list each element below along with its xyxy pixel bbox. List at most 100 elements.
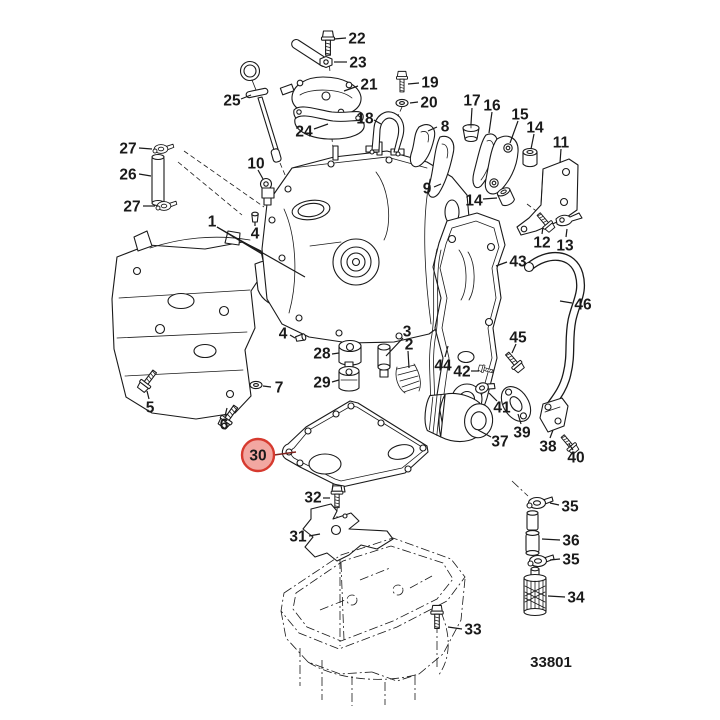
callout-23[interactable]: 23 — [349, 55, 367, 72]
callout-leader-40 — [568, 443, 574, 451]
callout-26[interactable]: 26 — [119, 167, 137, 184]
callout-leader-37 — [477, 429, 492, 438]
callout-12[interactable]: 12 — [533, 235, 550, 252]
callout-41[interactable]: 41 — [493, 400, 511, 417]
lifter-3-drawing — [377, 343, 391, 378]
callout-18[interactable]: 18 — [356, 111, 374, 128]
callout-32[interactable]: 32 — [304, 490, 321, 507]
callout-45[interactable]: 45 — [509, 330, 527, 347]
callout-leader-25 — [240, 94, 252, 100]
callout-42[interactable]: 42 — [453, 364, 470, 381]
callout-leader-43 — [495, 261, 508, 267]
bolt-33-drawing — [430, 604, 444, 629]
callout-leader-45 — [511, 343, 517, 354]
hose-46-drawing — [523, 251, 586, 416]
callout-1[interactable]: 1 — [208, 214, 217, 231]
callout-27[interactable]: 27 — [119, 141, 136, 158]
callout-43[interactable]: 43 — [509, 254, 527, 271]
callout-22[interactable]: 22 — [348, 31, 365, 48]
callout-leader-13 — [565, 228, 568, 238]
callout-39[interactable]: 39 — [513, 425, 531, 442]
callout-17[interactable]: 17 — [463, 93, 480, 110]
callout-15[interactable]: 15 — [511, 107, 529, 124]
callout-leader-36 — [541, 538, 561, 541]
callout-28[interactable]: 28 — [313, 346, 331, 363]
bolt-45-drawing — [502, 349, 527, 375]
callout-14[interactable]: 14 — [526, 120, 544, 137]
seal-28-drawing — [338, 339, 362, 366]
callout-3[interactable]: 3 — [403, 324, 412, 341]
callout-30-highlighted[interactable]: 30 — [249, 448, 266, 465]
callout-leader-33 — [447, 626, 463, 630]
handle-nut-23-drawing — [291, 38, 333, 69]
washer-7-drawing — [249, 380, 263, 390]
callout-leader-14 — [530, 133, 535, 150]
callout-leader-41 — [488, 392, 498, 402]
callout-leader-16 — [488, 111, 493, 134]
callout-11[interactable]: 11 — [553, 135, 570, 152]
callout-19[interactable]: 19 — [421, 75, 439, 92]
callout-34[interactable]: 34 — [567, 590, 585, 607]
callout-leader-35 — [549, 558, 561, 561]
callout-2[interactable]: 2 — [405, 337, 414, 354]
callout-36[interactable]: 36 — [562, 533, 580, 550]
callout-leader-21 — [343, 85, 359, 92]
callout-leader-12 — [541, 226, 544, 235]
callout-10[interactable]: 10 — [247, 156, 264, 173]
callout-8[interactable]: 8 — [441, 119, 450, 136]
plug-17-drawing — [462, 123, 480, 143]
oil-filter-37-drawing — [424, 392, 494, 443]
callout-9[interactable]: 9 — [423, 181, 432, 198]
callout-35[interactable]: 35 — [562, 552, 580, 569]
baffle-31-drawing — [302, 503, 394, 562]
highlight-circle[interactable] — [240, 437, 276, 473]
callout-14[interactable]: 14 — [465, 193, 483, 210]
callout-leader-39 — [517, 413, 522, 425]
callout-leader-15 — [509, 120, 519, 144]
plug-4a-drawing — [251, 211, 259, 223]
callout-40[interactable]: 40 — [567, 450, 584, 467]
highlighted-callout-layer: 30 — [240, 437, 297, 473]
callout-leader-28 — [331, 352, 340, 355]
callout-7[interactable]: 7 — [275, 380, 284, 397]
callout-13[interactable]: 13 — [556, 238, 574, 255]
callout-38[interactable]: 38 — [539, 439, 557, 456]
bushing-14-drawing — [522, 147, 538, 168]
callout-20[interactable]: 20 — [420, 95, 437, 112]
callout-leader-10 — [257, 169, 264, 180]
callout-4[interactable]: 4 — [251, 226, 260, 243]
callout-27[interactable]: 27 — [123, 199, 140, 216]
elbow-10-drawing — [259, 177, 275, 206]
callout-leader-9 — [433, 183, 442, 188]
flange-39-drawing — [500, 386, 532, 422]
callout-25[interactable]: 25 — [223, 93, 241, 110]
clamp-35a-drawing — [526, 496, 554, 510]
gasket-30-drawing — [281, 400, 429, 493]
callout-leader-27 — [138, 147, 153, 150]
callout-29[interactable]: 29 — [313, 375, 331, 392]
callout-leader-3 — [385, 337, 404, 357]
callout-16[interactable]: 16 — [483, 98, 501, 115]
bracket-8-drawing — [409, 124, 436, 168]
clamp-35b-drawing — [527, 554, 555, 568]
callout-leader-38 — [549, 429, 554, 439]
callout-44[interactable]: 44 — [434, 358, 452, 375]
callout-leader-17 — [470, 107, 473, 125]
callout-33[interactable]: 33 — [464, 622, 482, 639]
callout-35[interactable]: 35 — [561, 499, 579, 516]
callout-37[interactable]: 37 — [491, 434, 508, 451]
callout-24[interactable]: 24 — [295, 124, 313, 141]
callout-46[interactable]: 46 — [574, 297, 592, 314]
callout-21[interactable]: 21 — [360, 77, 378, 94]
callout-5[interactable]: 5 — [146, 400, 155, 417]
callout-leader-18 — [373, 119, 382, 125]
callout-leader-14 — [482, 197, 498, 200]
callout-4[interactable]: 4 — [279, 326, 288, 343]
bolt-19-drawing — [396, 70, 408, 93]
callout-31[interactable]: 31 — [289, 529, 307, 546]
bracket-9-drawing — [427, 135, 455, 198]
callout-leader-7 — [262, 385, 272, 388]
bracket-18-drawing — [365, 111, 405, 157]
callout-6[interactable]: 6 — [220, 417, 229, 434]
